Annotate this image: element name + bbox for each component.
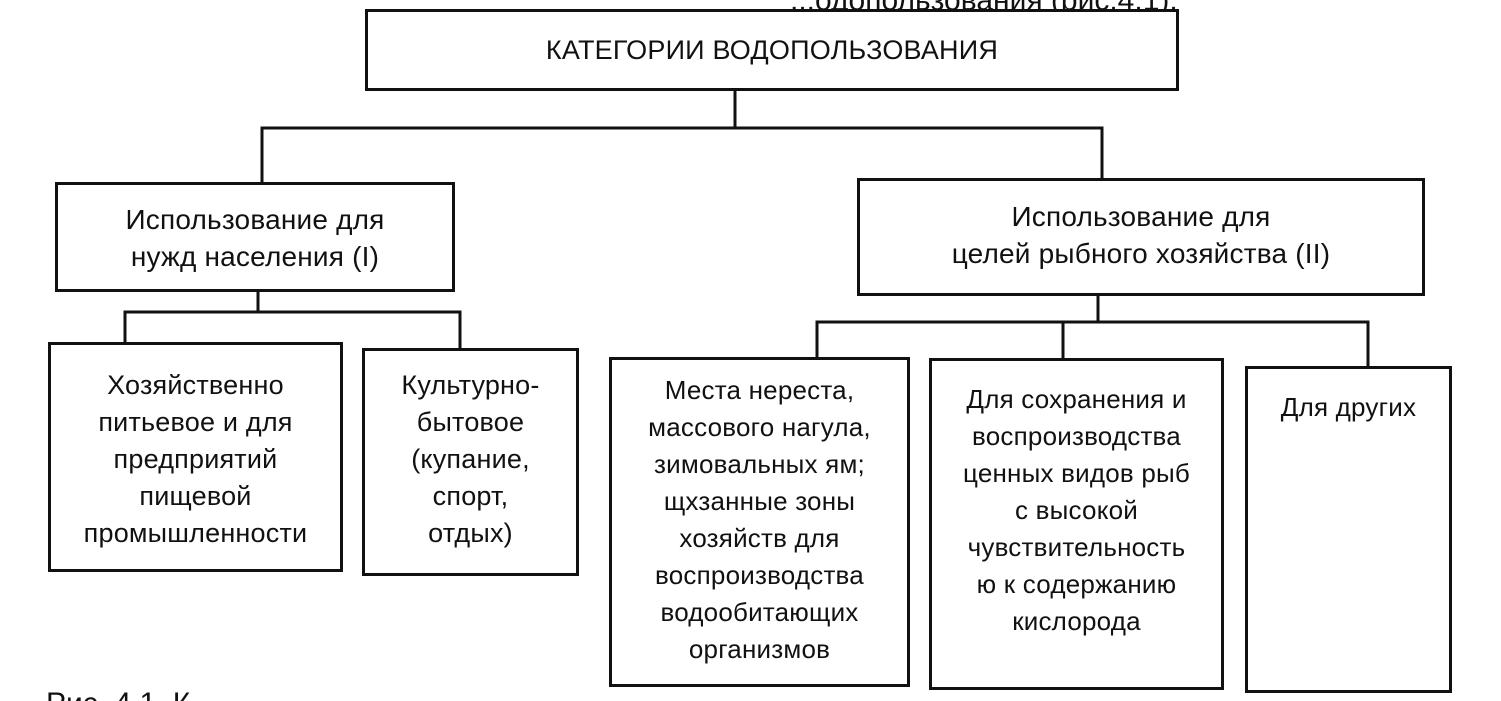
child-node-2-3-label: Для других bbox=[1280, 392, 1417, 422]
child-node-2-2: Для сохранения и воспроизводства ценных … bbox=[929, 358, 1224, 690]
child-node-2-1: Места нереста, массового нагула, зимовал… bbox=[609, 357, 910, 687]
category-node-1-label: Использование для нужд населения (I) bbox=[125, 204, 385, 272]
root-node-label: КАТЕГОРИИ ВОДОПОЛЬЗОВАНИЯ bbox=[545, 35, 999, 65]
category-node-2-label: Использование для целей рыбного хозяйств… bbox=[951, 201, 1331, 269]
category-node-2: Использование для целей рыбного хозяйств… bbox=[857, 178, 1425, 296]
child-node-2-3: Для других bbox=[1245, 366, 1452, 693]
category-node-1: Использование для нужд населения (I) bbox=[55, 182, 455, 292]
child-node-1-1-label: Хозяйственно питьевое и для предприятий … bbox=[83, 370, 308, 548]
child-node-2-1-label: Места нереста, массового нагула, зимовал… bbox=[648, 375, 871, 664]
child-node-1-1: Хозяйственно питьевое и для предприятий … bbox=[48, 342, 343, 572]
bottom-caption-fragment: Рис. 4.1. К bbox=[46, 689, 190, 701]
child-node-1-2: Культурно- бытовое (купание, спорт, отды… bbox=[362, 348, 579, 576]
child-node-2-2-label: Для сохранения и воспроизводства ценных … bbox=[963, 384, 1190, 636]
child-node-1-2-label: Культурно- бытовое (купание, спорт, отды… bbox=[401, 370, 540, 548]
root-node: КАТЕГОРИИ ВОДОПОЛЬЗОВАНИЯ bbox=[365, 9, 1179, 91]
